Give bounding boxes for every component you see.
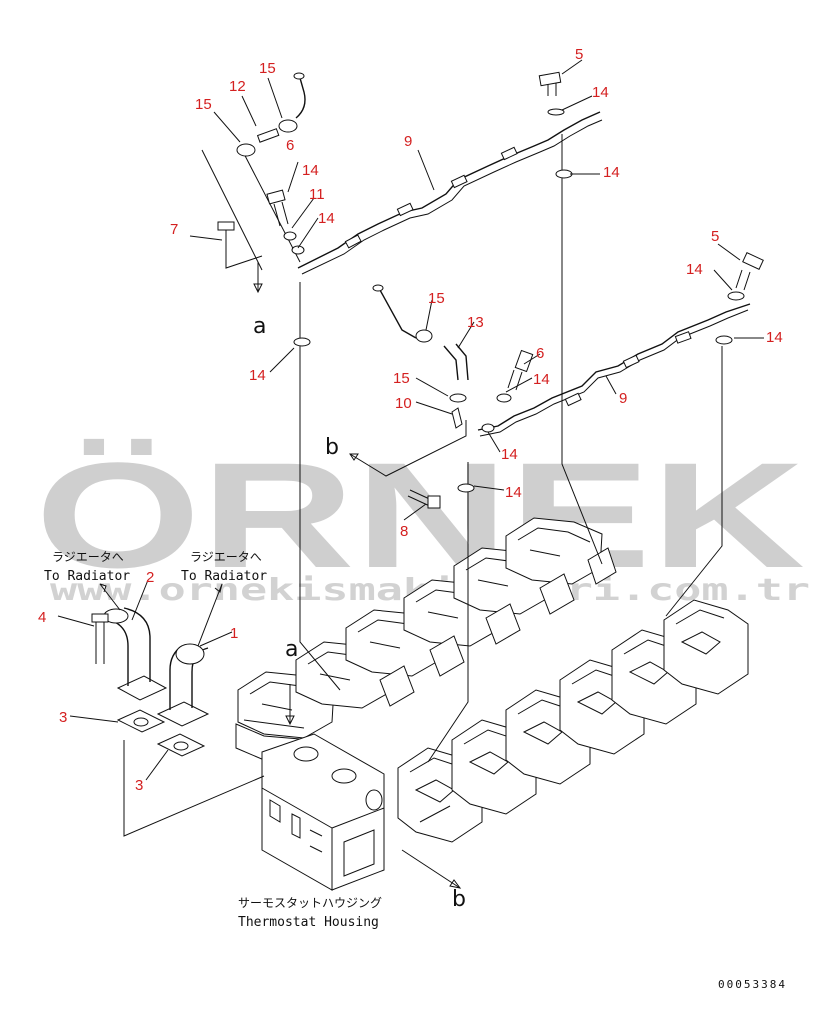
radiator-label-jp-2: ラジエータへ — [190, 550, 262, 564]
callout-10: 10 — [395, 395, 412, 412]
callout-12: 12 — [229, 78, 246, 95]
callout-14: 14 — [686, 261, 703, 278]
callout-9: 9 — [619, 390, 627, 407]
callout-6: 6 — [286, 137, 294, 154]
callout-6: 6 — [536, 345, 544, 362]
callout-4: 4 — [38, 609, 46, 626]
housing-label-en: Thermostat Housing — [238, 915, 379, 930]
callout-14: 14 — [505, 484, 522, 501]
callout-14: 14 — [318, 210, 335, 227]
callout-15: 15 — [195, 96, 212, 113]
callout-9: 9 — [404, 133, 412, 150]
callout-15: 15 — [428, 290, 445, 307]
radiator-label-en-2: To Radiator — [181, 569, 267, 584]
callout-5: 5 — [575, 46, 583, 63]
callout-3: 3 — [135, 777, 143, 794]
ref-b-bottom: b — [452, 887, 466, 912]
drawing-number: 00053384 — [718, 978, 787, 991]
callout-14: 14 — [766, 329, 783, 346]
callout-1: 1 — [230, 625, 238, 642]
callout-7: 7 — [170, 221, 178, 238]
ref-a-top: a — [253, 314, 266, 339]
callout-11: 11 — [309, 186, 325, 203]
radiator-label-jp-1: ラジエータへ — [52, 550, 124, 564]
callout-2: 2 — [146, 569, 154, 586]
callout-numbers: 15 12 15 6 14 11 14 7 9 5 14 14 5 14 14 … — [38, 46, 783, 794]
callout-5: 5 — [711, 228, 719, 245]
cylinder-head-row-rear — [235, 517, 617, 765]
text-labels: ラジエータへ To Radiator ラジエータへ To Radiator サー… — [44, 550, 787, 991]
callout-13: 13 — [467, 314, 484, 331]
water-pipe-assembly — [91, 607, 265, 837]
callout-15: 15 — [393, 370, 410, 387]
reference-letters: a a b b — [253, 314, 466, 912]
tube-assembly-upper — [201, 71, 603, 691]
radiator-label-en-1: To Radiator — [44, 569, 130, 584]
callout-14: 14 — [603, 164, 620, 181]
callout-14: 14 — [592, 84, 609, 101]
callout-14: 14 — [533, 371, 550, 388]
thermostat-housing — [261, 733, 385, 891]
callout-14: 14 — [249, 367, 266, 384]
cylinder-head-row-front — [397, 599, 749, 843]
leader-lines — [57, 59, 764, 781]
housing-label-jp: サーモスタットハウジング — [238, 896, 382, 910]
tube-assembly-lower — [285, 252, 764, 889]
callout-3: 3 — [59, 709, 67, 726]
callout-15: 15 — [259, 60, 276, 77]
callout-14: 14 — [501, 446, 518, 463]
callout-8: 8 — [400, 523, 408, 540]
ref-a-bottom: a — [285, 637, 298, 662]
callout-14: 14 — [302, 162, 319, 179]
ref-b-top: b — [325, 435, 339, 460]
